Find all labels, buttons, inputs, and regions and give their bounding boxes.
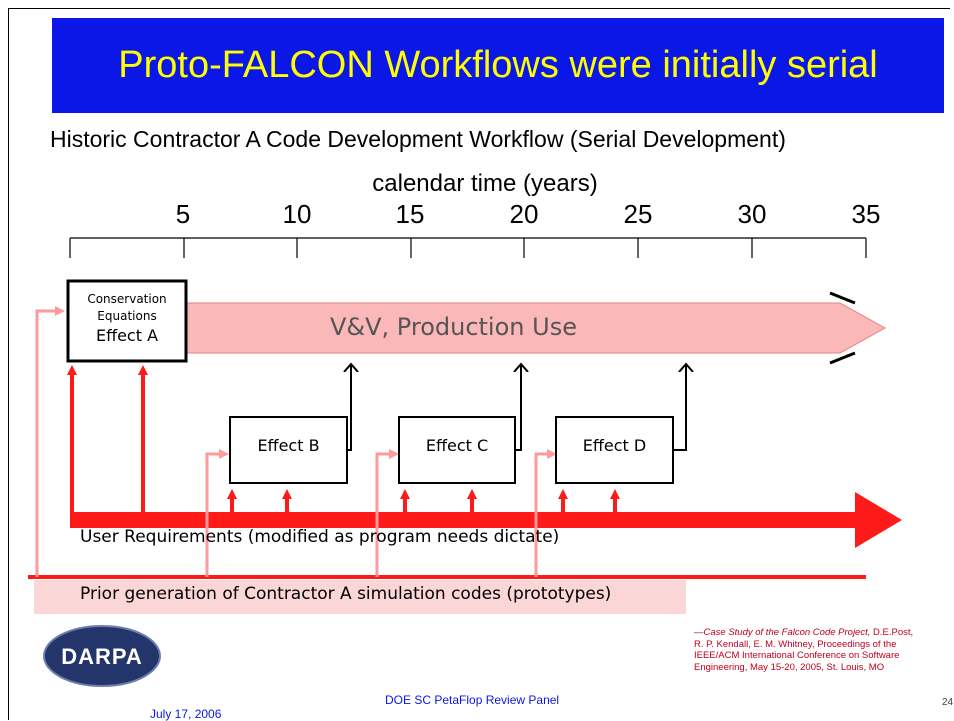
tick-label-30: 30	[737, 199, 767, 229]
prior-generation-label: Prior generation of Contractor A simulat…	[80, 584, 612, 604]
feeder-effect-b	[205, 449, 229, 577]
citation: —Case Study of the Falcon Code Project, …	[694, 627, 914, 673]
requirements-arrow	[70, 492, 902, 548]
citation-details: D.E.Post, R. P. Kendall, E. M. Whitney, …	[694, 627, 914, 673]
darpa-logo-text: DARPA	[61, 644, 143, 669]
tick-label-35: 35	[851, 199, 881, 229]
footer-date: July 17, 2006	[150, 707, 222, 721]
feeder-effect-a	[35, 306, 65, 577]
darpa-logo	[43, 625, 161, 687]
effect-b-label: Effect B	[257, 436, 320, 455]
effect-a-line2: Equations	[97, 309, 157, 323]
requirements-label: User Requirements (modified as program n…	[80, 527, 560, 547]
effect-a-line1: Conservation	[87, 292, 167, 306]
effect-a-box	[66, 279, 188, 363]
feed-arrow-c	[515, 364, 521, 451]
feed-arrow-d	[673, 364, 686, 451]
production-label: V&V, Production Use	[330, 313, 577, 341]
tick-label-25: 25	[623, 199, 653, 229]
timeline-ruler	[69, 237, 867, 258]
effect-d-label: Effect D	[582, 436, 647, 455]
tick-label-5: 5	[175, 199, 191, 229]
effect-c-label: Effect C	[425, 436, 489, 455]
footer-panel-name: DOE SC PetaFlop Review Panel	[385, 693, 560, 707]
timeline-axis-label: calendar time (years)	[372, 170, 598, 197]
feeder-effect-d	[534, 449, 557, 577]
page-number: 24	[942, 697, 954, 708]
feed-arrow-b	[347, 364, 351, 451]
tick-label-15: 15	[395, 199, 425, 229]
feeder-effect-c	[375, 449, 399, 577]
prior-generation-band	[34, 580, 686, 614]
slide-frame	[8, 8, 950, 720]
citation-title: —Case Study of the Falcon Code Project,	[694, 627, 871, 638]
title-bar: Proto-FALCON Workflows were initially se…	[52, 18, 944, 113]
effect-a-line3: Effect A	[95, 326, 159, 345]
effect-b-box	[229, 416, 348, 484]
effect-c-box	[398, 416, 516, 484]
diagram-subtitle: Historic Contractor A Code Development W…	[50, 126, 786, 152]
slide-title: Proto-FALCON Workflows were initially se…	[118, 44, 878, 86]
tick-label-10: 10	[282, 199, 312, 229]
production-arrowhead-outline	[829, 291, 856, 365]
tick-label-20: 20	[509, 199, 539, 229]
effect-d-box	[555, 416, 674, 484]
effect-a-label: Conservation Equations Effect A	[68, 291, 186, 347]
